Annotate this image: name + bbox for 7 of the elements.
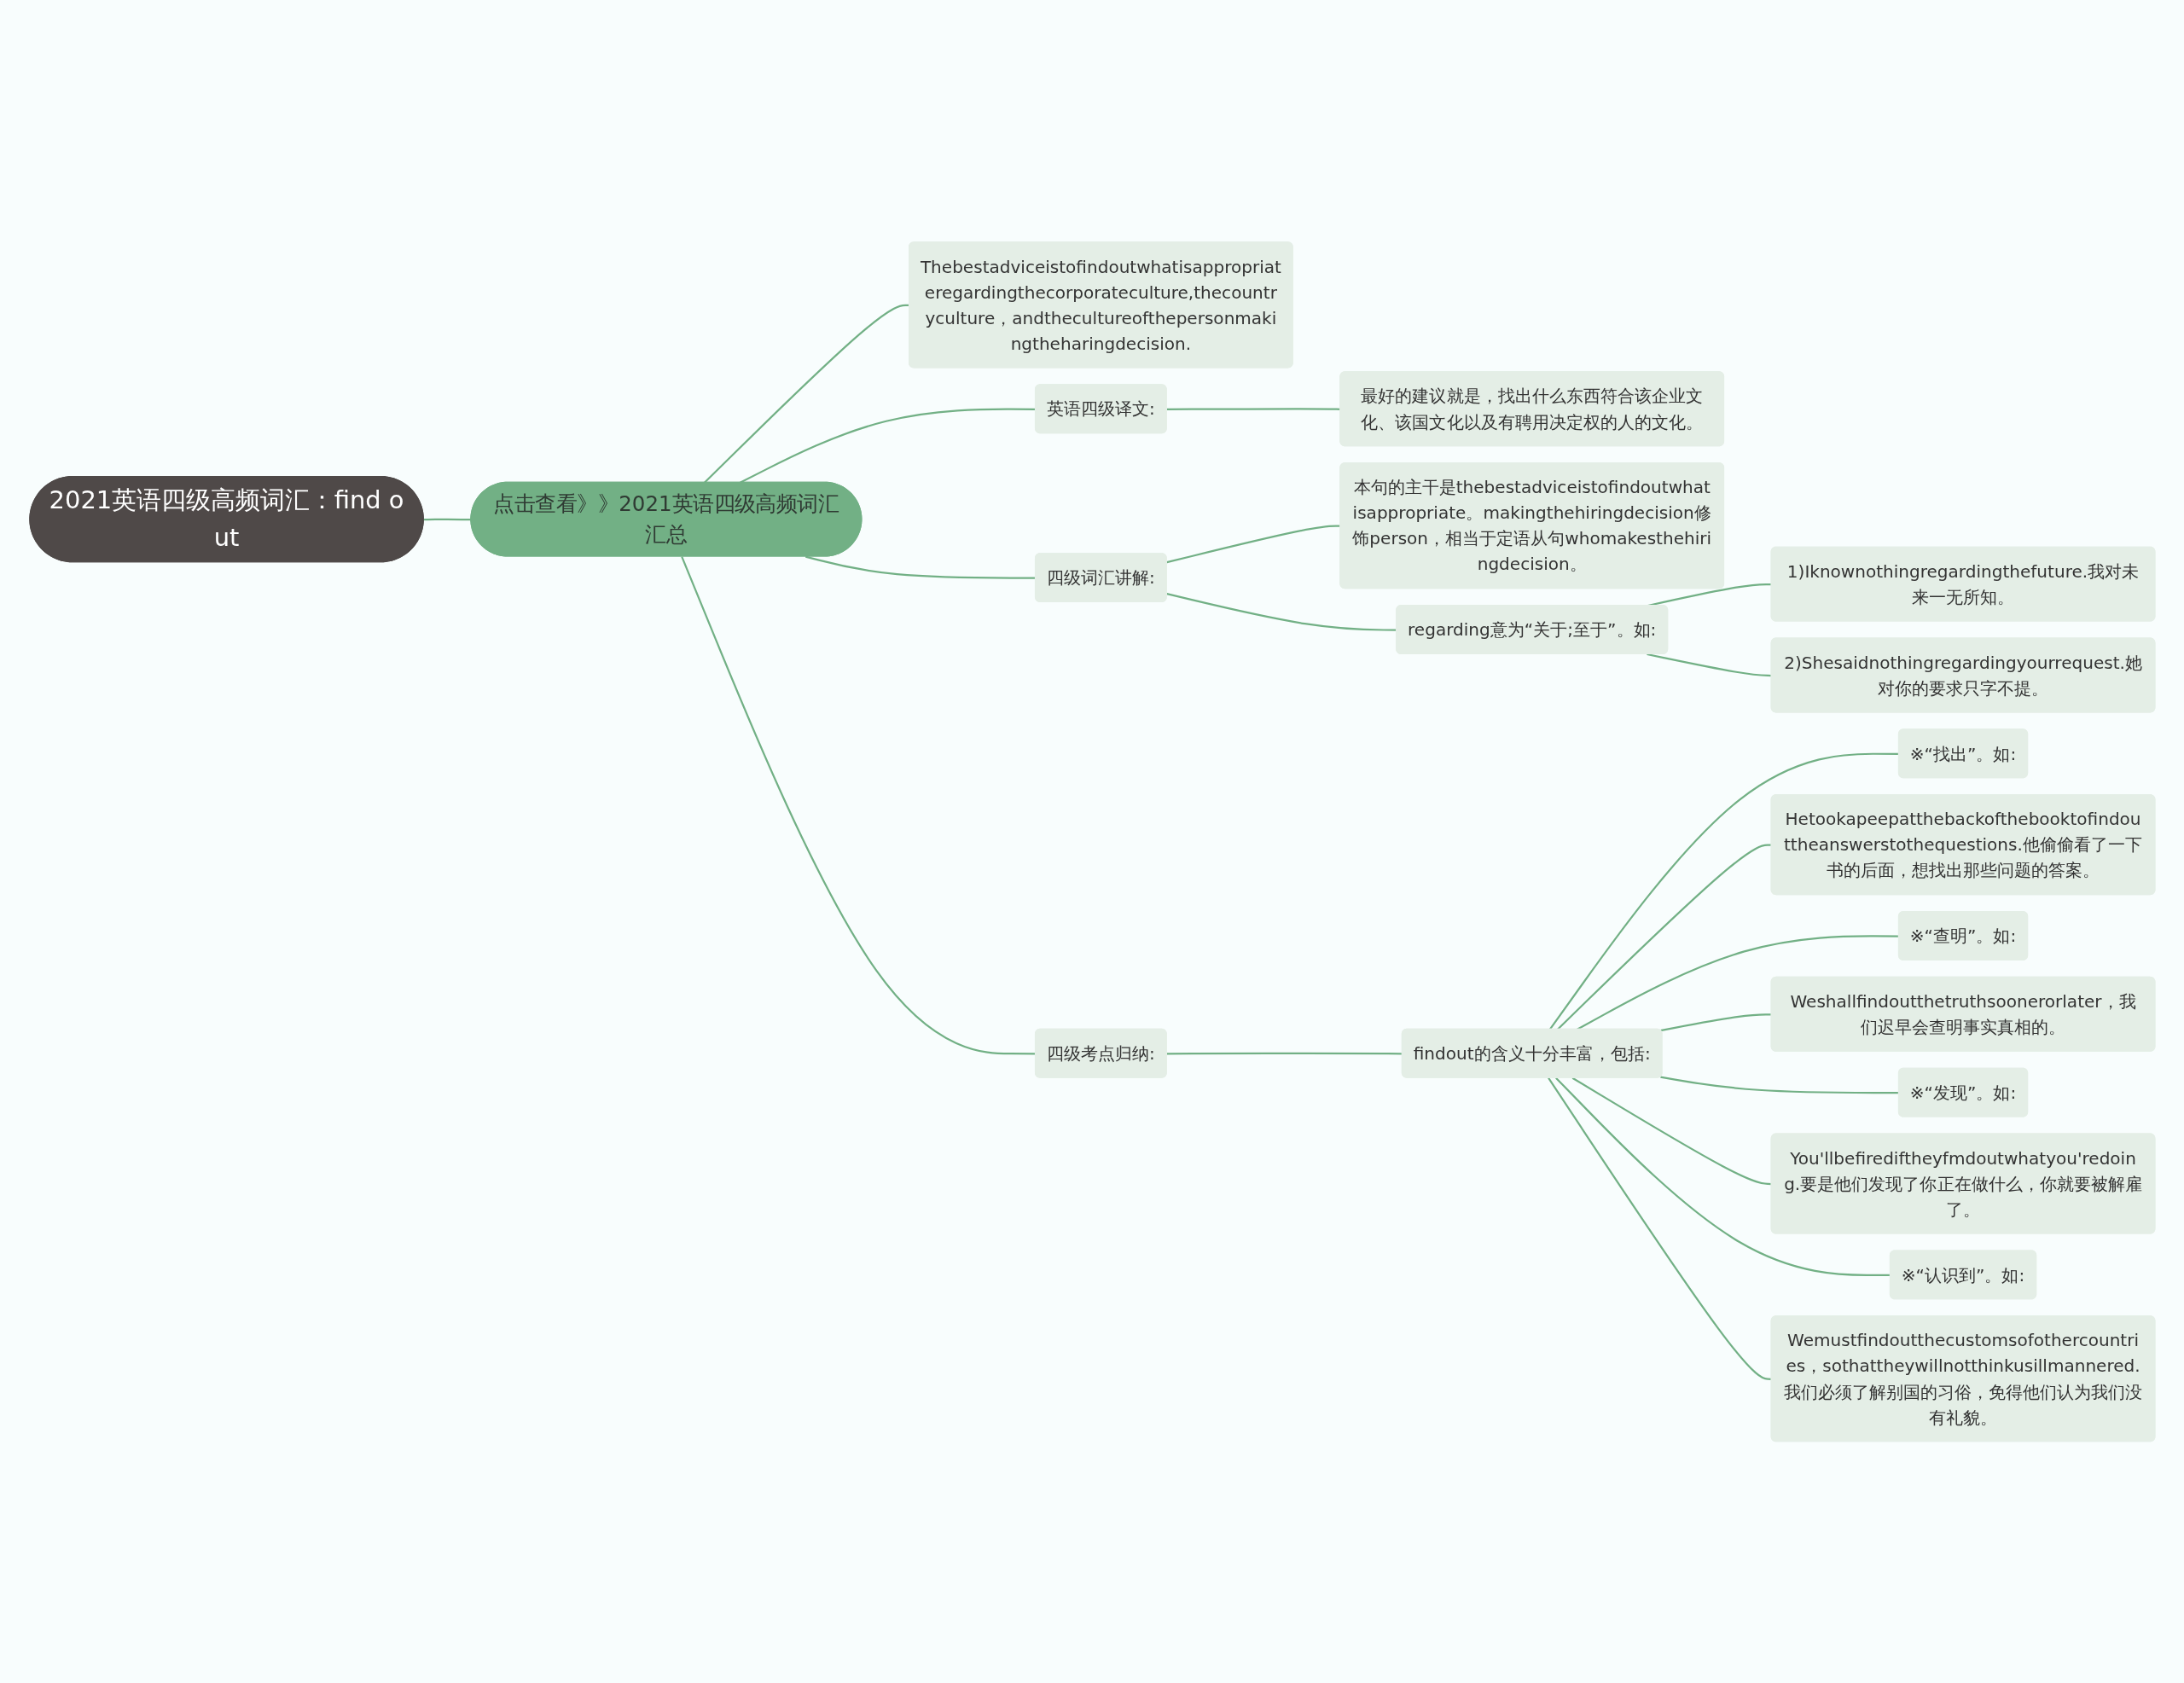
connector — [680, 555, 1036, 1055]
connector — [1659, 1076, 1899, 1094]
connector — [1548, 752, 1899, 1030]
connector — [1166, 592, 1397, 631]
connector — [1554, 1077, 1891, 1276]
connector — [1576, 935, 1899, 1030]
connector — [804, 555, 1036, 579]
